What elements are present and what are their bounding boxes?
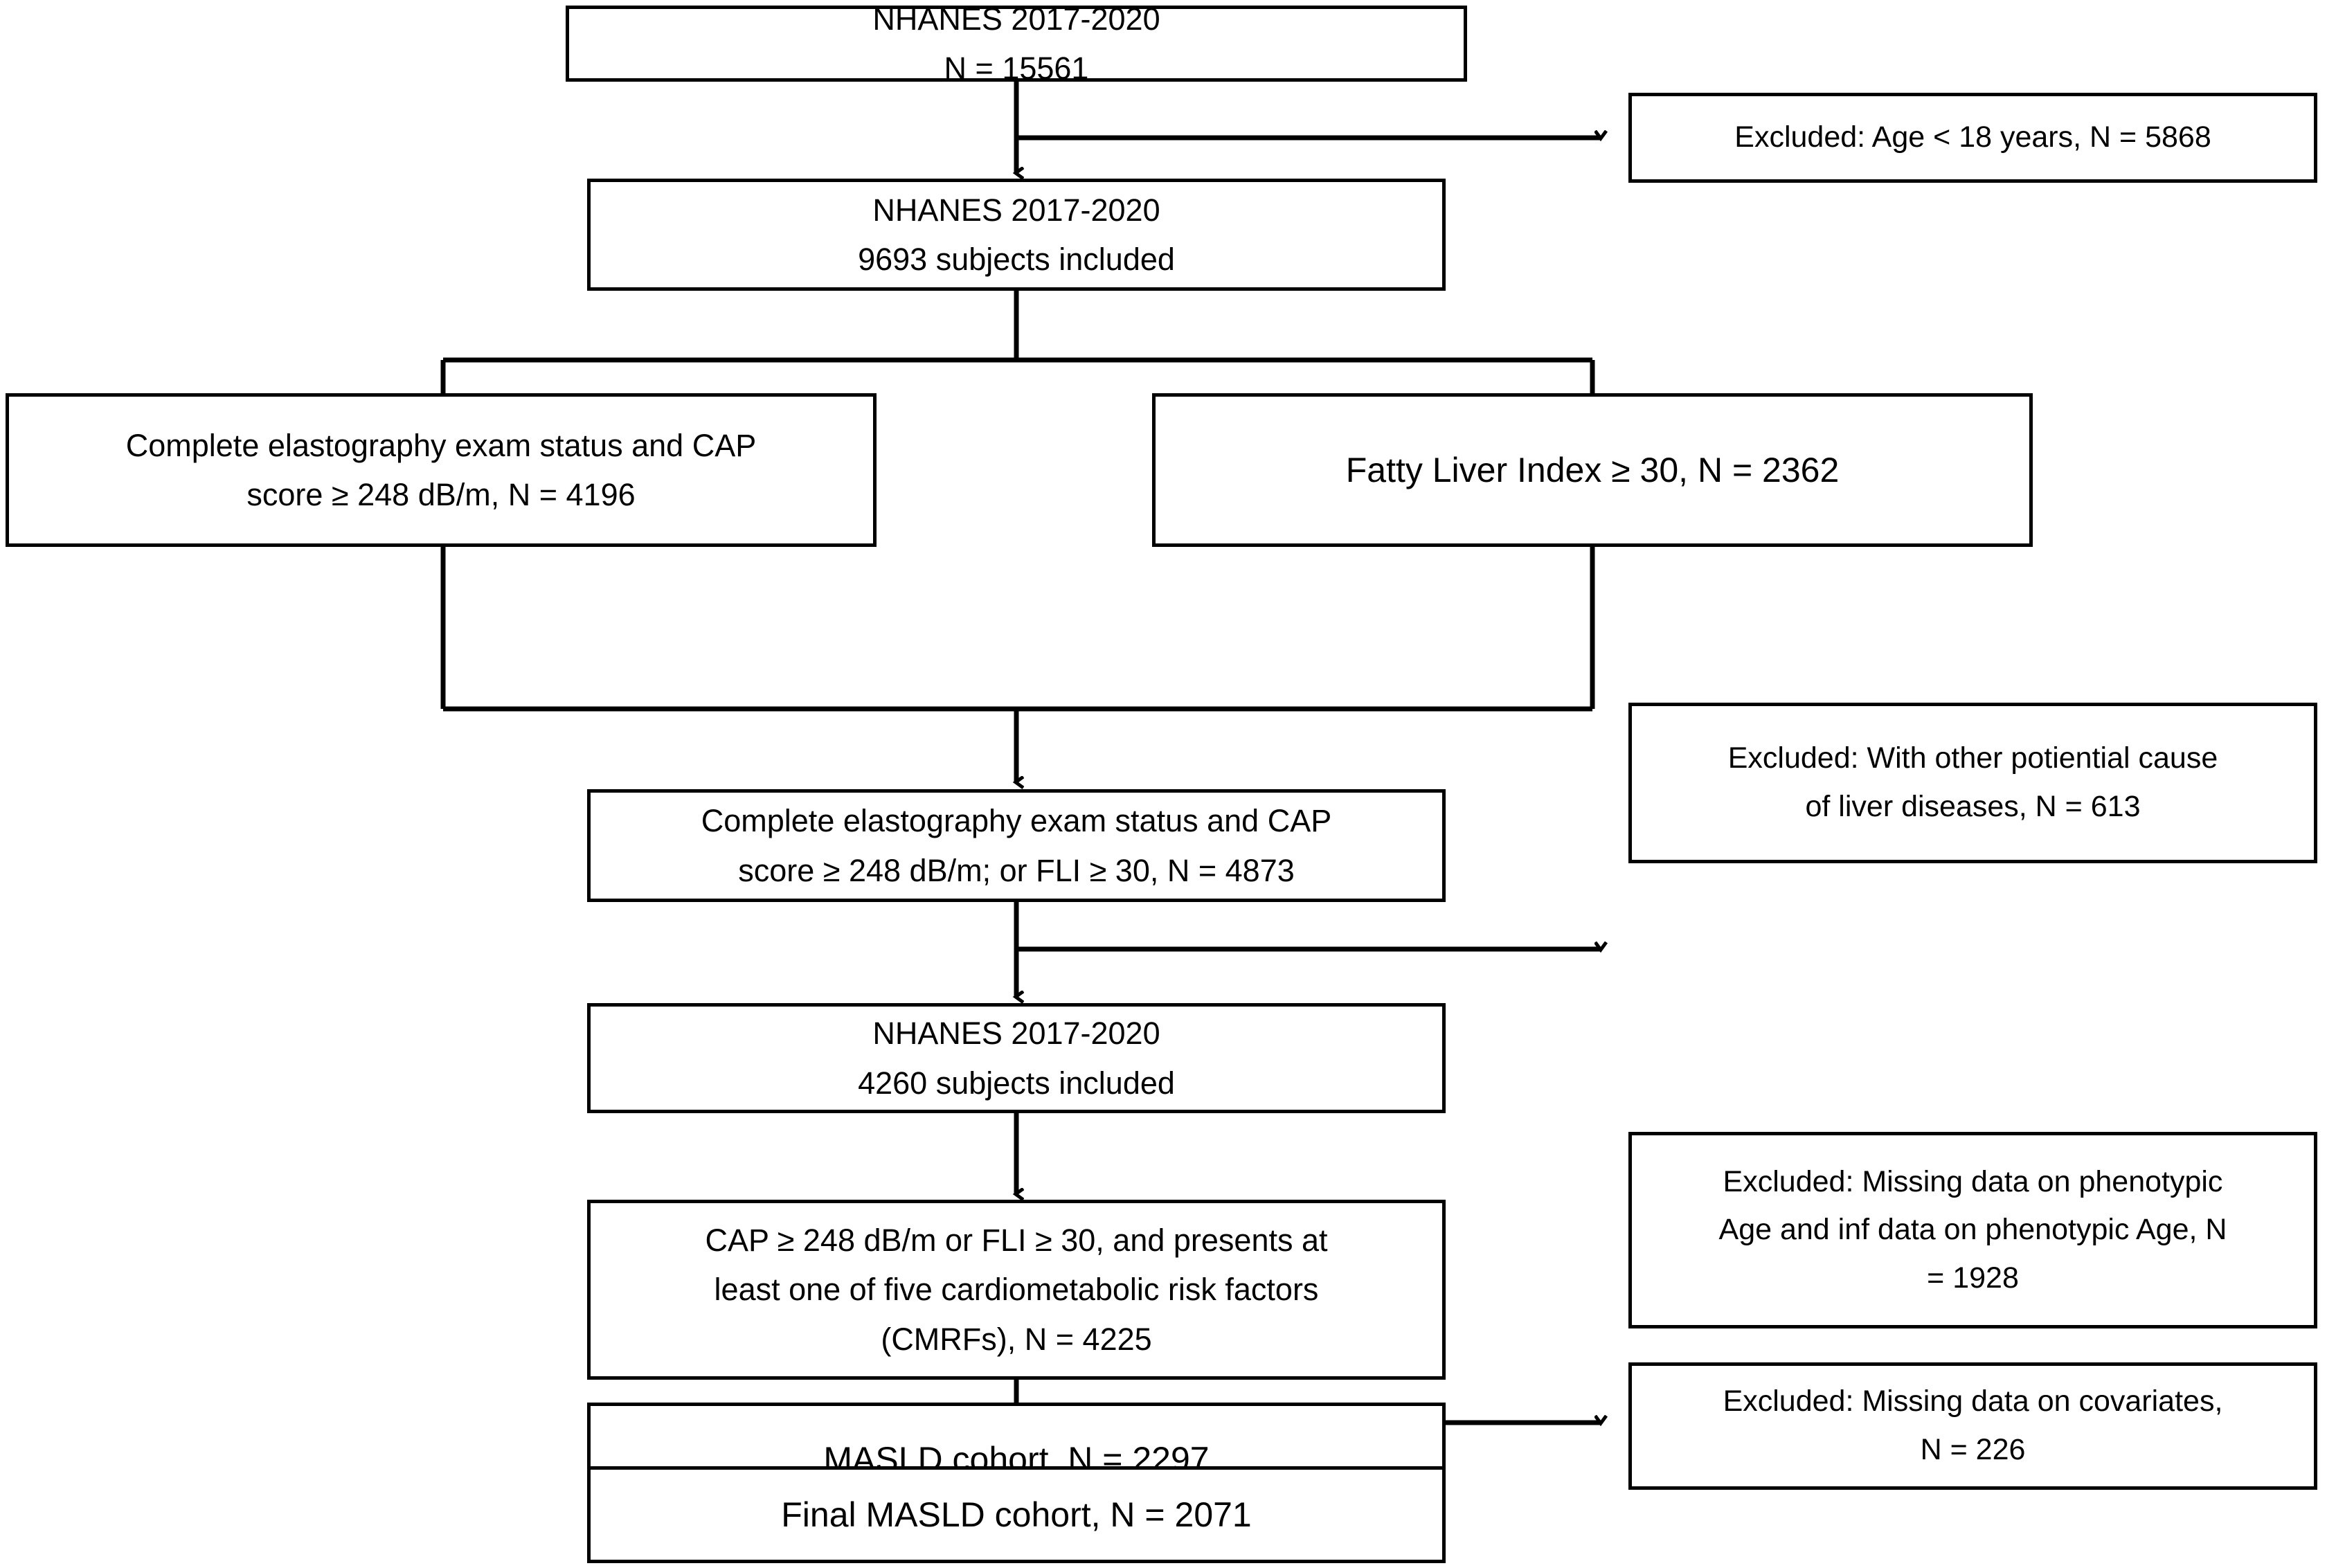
node-cap-or-fli: Complete elastography exam status and CA… [587,789,1446,902]
node-excluded-liver: Excluded: With other potiential cause of… [1628,703,2317,863]
node-cap-branch: Complete elastography exam status and CA… [6,393,877,547]
node-excluded-age-label: Excluded: Age < 18 years, N = 5868 [1734,120,2211,154]
node-excluded-covariates-label: Excluded: Missing data on covariates, N … [1723,1385,2223,1466]
node-cap-branch-label: Complete elastography exam status and CA… [125,427,757,512]
node-cap-or-fli-label: Complete elastography exam status and CA… [701,803,1332,888]
node-excluded-phenoage-label: Excluded: Missing data on phenotypic Age… [1718,1164,2227,1295]
node-included-4260-label: NHANES 2017-2020 4260 subjects included [858,1016,1175,1101]
node-source-cohort: NHANES 2017-2020 N = 15561 [566,1,1467,86]
node-adults-cohort-label: NHANES 2017-2020 9693 subjects included [858,192,1175,277]
node-excluded-phenoage: Excluded: Missing data on phenotypic Age… [1628,1132,2317,1328]
node-fli-branch-label: Fatty Liver Index ≥ 30, N = 2362 [1345,450,1840,489]
node-adults-cohort: NHANES 2017-2020 9693 subjects included [587,179,1446,291]
node-excluded-age: Excluded: Age < 18 years, N = 5868 [1628,93,2317,183]
node-final-cohort: Final MASLD cohort, N = 2071 [587,1466,1446,1563]
node-excluded-liver-label: Excluded: With other potiential cause of… [1727,741,2218,823]
node-included-4260: NHANES 2017-2020 4260 subjects included [587,1003,1446,1113]
node-source-cohort-label: NHANES 2017-2020 N = 15561 [872,1,1160,86]
node-excluded-covariates: Excluded: Missing data on covariates, N … [1628,1362,2317,1490]
node-cmrf-criteria-label: CAP ≥ 248 dB/m or FLI ≥ 30, and presents… [705,1223,1328,1357]
node-final-cohort-label: Final MASLD cohort, N = 2071 [781,1495,1252,1534]
node-fli-branch: Fatty Liver Index ≥ 30, N = 2362 [1152,393,2033,547]
node-cmrf-criteria: CAP ≥ 248 dB/m or FLI ≥ 30, and presents… [587,1200,1446,1380]
